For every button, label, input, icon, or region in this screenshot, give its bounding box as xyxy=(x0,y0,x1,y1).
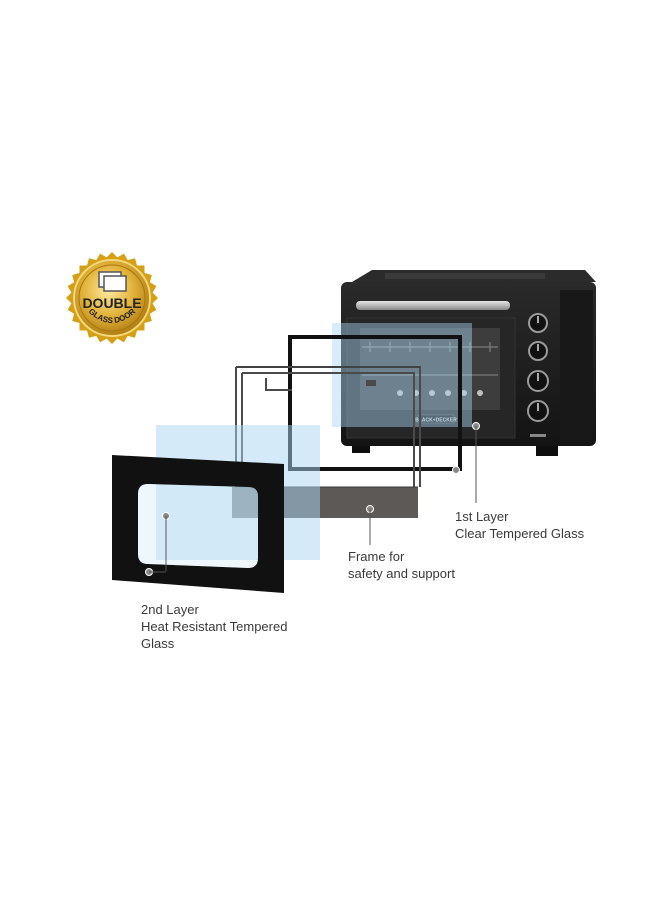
callout-leader-frame xyxy=(366,505,374,545)
oven-rack xyxy=(362,342,498,376)
oven-knob xyxy=(528,341,548,361)
second-layer-panel xyxy=(112,455,284,593)
first-layer-border xyxy=(288,335,462,471)
callout-frame-desc: safety and support xyxy=(348,566,455,581)
callout-frame-title: Frame for xyxy=(348,549,405,564)
callout-leader-first-layer xyxy=(452,422,480,503)
callout-second-layer-desc: Heat Resistant Tempered xyxy=(141,619,288,634)
callout-first-layer-title: 1st Layer xyxy=(455,509,509,524)
callout-second-layer-desc-cont: Glass xyxy=(141,636,175,651)
oven-brand: BLACK+DECKER xyxy=(415,418,457,424)
callout-frame: Frame for safety and support xyxy=(348,548,455,582)
glass-door-icon xyxy=(98,271,127,292)
oven-handle xyxy=(356,301,510,310)
oven-foot xyxy=(536,446,558,456)
double-glass-door-badge: DOUBLE GLASS DOOR xyxy=(66,252,158,344)
second-layer-glass xyxy=(156,425,320,560)
oven-knob xyxy=(528,313,548,333)
badge-title: DOUBLE xyxy=(82,295,141,311)
oven-foot xyxy=(352,446,370,453)
callout-leader-second-layer xyxy=(145,512,170,576)
callout-first-layer: 1st Layer Clear Tempered Glass xyxy=(455,508,584,542)
oven-knob xyxy=(527,400,549,422)
first-layer-glass xyxy=(332,323,472,427)
callout-first-layer-desc: Clear Tempered Glass xyxy=(455,526,585,541)
callout-second-layer: 2nd Layer Heat Resistant Tempered Glass xyxy=(141,601,287,652)
callout-second-layer-title: 2nd Layer xyxy=(141,602,199,617)
oven-knob xyxy=(527,370,549,392)
oven-function-icons xyxy=(397,390,483,396)
toaster-oven: BLACK+DECKER xyxy=(341,270,596,456)
